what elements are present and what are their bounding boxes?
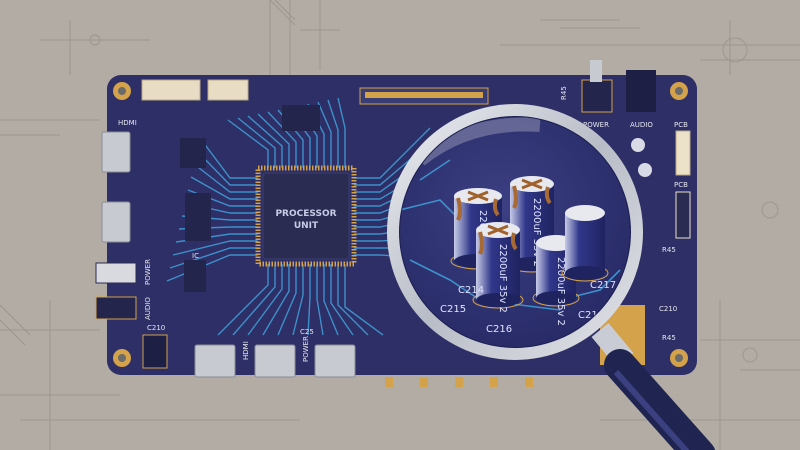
trace [193,163,258,193]
label-r45-top: R45 [560,86,568,100]
label-c210-left: C210 [147,324,165,332]
trace [257,113,290,168]
label-r45-b: R45 [662,334,676,342]
audio-jack-icon [95,296,137,320]
mounting-holes [113,82,688,367]
trace [292,264,304,336]
trace [267,111,297,168]
chip-label-processor: PROCESSOR [275,209,336,219]
trace [317,101,332,168]
capacitor-rating: 2200uF 35v 2 [531,198,542,267]
trace [196,150,258,186]
capacitor-icon [561,205,609,282]
label-power-right: POWER [583,121,609,129]
label-pcb-1: PCB [674,121,688,129]
trace [247,115,283,168]
capacitor-icon: 2200uF 35v 2 [472,222,524,313]
label-hdmi-bottom: HDMI [242,341,250,360]
bottom-ports: HDMI POWER C25 [194,328,533,387]
trace [344,264,384,336]
ic-chips: IC [180,138,211,292]
label-c25: C25 [300,328,314,336]
trace [247,264,283,336]
ic-label: IC [192,252,199,260]
label-power-bottom: POWER [302,336,310,362]
trace [330,264,354,336]
trace [172,240,258,256]
capacitor-rating: 2200uF 35v 2 [555,257,566,326]
label-audio-left: AUDIO [144,297,152,320]
hdmi-port-icon [254,344,296,378]
hdmi-port-icon [101,131,131,173]
label-power-left: POWER [144,259,152,285]
trace [307,264,311,336]
trace [337,97,346,168]
label-audio-right: AUDIO [630,121,653,129]
label-c216-a: C216 [486,324,512,335]
magnifier-handle [591,322,716,450]
audio-jack-icon [626,70,656,112]
left-ports: HDMI POWER AUDIO C210 [95,119,168,369]
processor-chip: PROCESSOR UNIT [255,165,357,267]
label-c210-right: C210 [659,305,677,313]
label-hdmi-left: HDMI [118,119,137,127]
trace [327,99,339,168]
label-c217: C217 [590,280,616,291]
label-c215: C215 [440,304,466,315]
top-connectors [141,79,489,131]
hdmi-port-icon [314,344,356,378]
magnifying-glass-icon: 2200uF 35v 2 2200uF 35v 2 2200uF 35v 2 2… [387,104,643,360]
trace [262,264,290,336]
trace [227,119,269,168]
hdmi-port-icon [101,201,131,243]
power-jack-icon [581,79,613,113]
label-r45-a: R45 [662,246,676,254]
hdmi-port-icon [194,344,236,378]
trace [190,176,258,200]
right-components: POWER AUDIO PCB PCB R45 C210 R45 R45 [560,60,691,365]
trace [232,264,276,336]
trace [237,117,276,168]
power-jack-icon [95,262,137,284]
trace [217,264,269,336]
label-c216-b: C216 [578,310,604,321]
trace [316,264,324,336]
trace [337,264,369,336]
label-c214: C214 [458,285,484,296]
label-pcb-2: PCB [674,181,688,189]
trace [277,264,297,336]
capacitor-rating: 2200uF 35v 2 [497,244,508,313]
trace [199,137,258,179]
chip-label-unit: UNIT [294,221,319,231]
trace [323,264,339,336]
trace [354,127,431,179]
